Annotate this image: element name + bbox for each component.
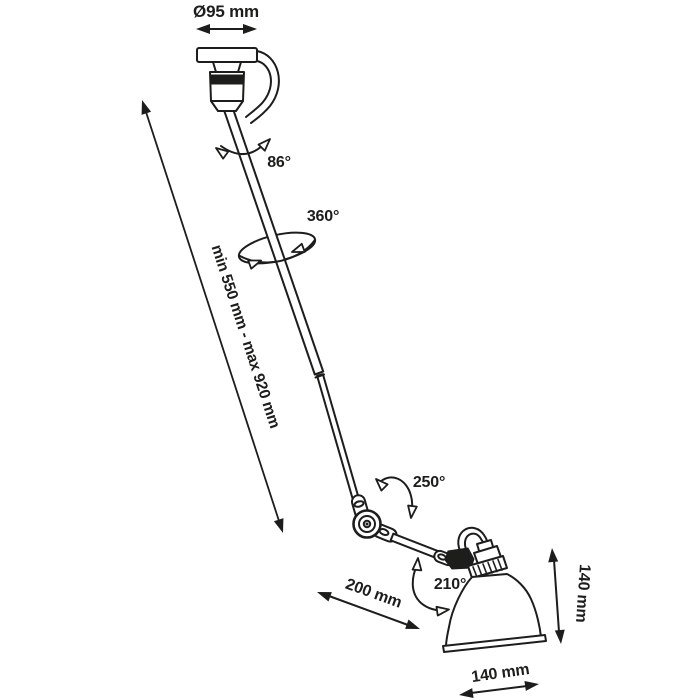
canopy-neck [212,61,242,73]
canopy-cable-outer [250,50,280,124]
dim-line-shade-diameter [470,685,528,694]
dim-line-shade-height [553,559,560,633]
elbow-joint [350,494,449,563]
dim-shade-diameter-arrowhead-left [459,688,474,699]
rotation-arrowhead-left [247,259,262,270]
label-shade-diameter: 140 mm [470,661,530,686]
dim-shade-diameter-arrowhead-right [524,680,539,691]
dim-line-forearm [328,595,409,626]
lamp-head [433,526,547,653]
dim-forearm-arrowhead-right [405,619,420,629]
elbow-strap-upper-hole [353,500,365,508]
telescopic-stem [222,105,361,505]
dim-range-arrowhead-top [141,100,152,115]
dim-shade-height-arrowhead-top [548,548,559,563]
canopy-band [210,74,244,85]
dim-canopy-arrowhead-right [243,24,257,34]
rotation-ellipse-front [239,239,316,270]
dimension-lines [141,24,565,699]
label-canopy-diameter: Ø95 mm [193,2,259,21]
canopy-taper [210,100,244,112]
canopy-cable-inner [245,60,272,118]
dim-forearm-arrowhead-left [317,592,332,602]
arc-86-arrowhead-right [257,138,271,152]
label-elbow-angle: 250° [413,474,445,491]
label-shade-height: 140 mm [572,564,593,623]
rotation-arrowhead-right [291,242,306,253]
shade-ribbed-ring [467,555,508,579]
arc-86-arrowhead-left [215,147,230,160]
shade-rim [442,634,547,653]
arc-250-arrowhead-bottom [407,504,418,519]
ceiling-canopy [196,47,280,124]
label-head-angle: 210° [434,576,466,593]
arc-250-arrowhead-top [375,478,389,492]
angle-annotations [215,138,450,617]
dim-shade-height-arrowhead-bottom [554,629,565,644]
label-canopy-tilt-angle: 86° [267,154,291,171]
shade-ring-hatching [472,558,503,578]
dimension-labels: Ø95 mm 86° 360° min 550 mm - max 920 mm … [193,2,593,686]
elbow-hinge-center [365,522,369,526]
dim-canopy-arrowhead-left [196,24,210,34]
label-forearm-length: 200 mm [343,576,404,612]
label-stem-rotation-angle: 360° [307,208,339,225]
arc-210-arrowhead-right [435,605,450,617]
dim-range-arrowhead-bottom [273,518,284,533]
dim-line-stem-range [145,111,280,522]
arc-210-arrowhead-top [411,557,423,572]
ceiling-plate [196,47,258,63]
